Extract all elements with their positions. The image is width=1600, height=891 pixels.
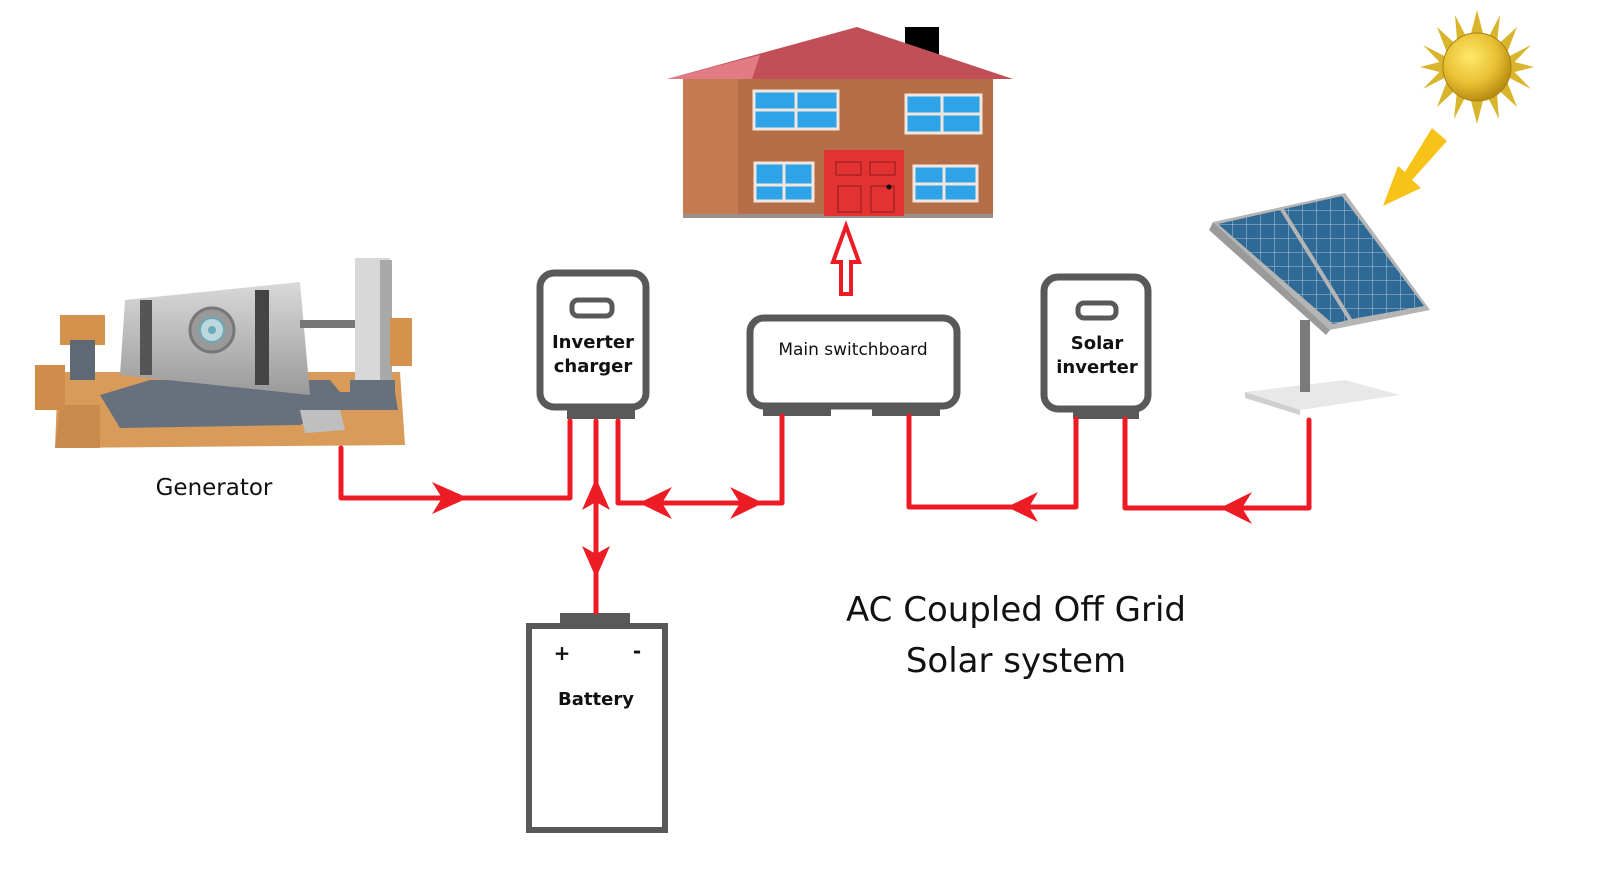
- battery-positive-terminal: +: [554, 641, 571, 665]
- arrow-battery-up: [582, 478, 610, 510]
- arrow-switchboard-left: [639, 487, 672, 519]
- wire-solar-inverter-to-switchboard: [906, 413, 1079, 510]
- solar-inverter-box[interactable]: [1040, 273, 1152, 419]
- house-window: [912, 164, 979, 203]
- arrow-generator-right: [432, 482, 468, 514]
- main-switchboard-box[interactable]: [746, 314, 961, 416]
- house-icon: [667, 27, 1013, 218]
- inverter-charger-box[interactable]: [536, 269, 650, 419]
- diagram-title-line-2: Solar system: [906, 641, 1126, 681]
- generator-icon: [35, 258, 412, 448]
- solar-inverter-label-1: Solar: [1071, 333, 1124, 354]
- arrow-solar-inverter-left: [1007, 492, 1038, 522]
- inverter-charger-label-1: Inverter: [552, 332, 634, 353]
- wire-inverter-switchboard: [615, 413, 785, 506]
- solar-inverter-label-2: inverter: [1056, 357, 1138, 378]
- battery-label: Battery: [558, 689, 634, 710]
- arrow-panel-left: [1220, 492, 1252, 524]
- arrow-to-house: [830, 220, 862, 296]
- inverter-charger-label-2: charger: [554, 356, 633, 377]
- arrow-switchboard-right: [730, 487, 763, 519]
- battery-icon[interactable]: [526, 613, 668, 833]
- arrow-battery-down: [582, 546, 610, 578]
- wire-panel-to-solar-inverter: [1122, 416, 1312, 511]
- sun-ray-arrow: [1383, 128, 1447, 206]
- house-window: [904, 93, 983, 135]
- main-switchboard-label: Main switchboard: [778, 340, 927, 360]
- house-door: [824, 150, 904, 216]
- battery-negative-terminal: -: [633, 639, 641, 663]
- generator-label: Generator: [156, 475, 273, 501]
- solar-panel-icon: [1209, 193, 1430, 415]
- house-window: [752, 89, 840, 131]
- sun-icon: [1420, 10, 1534, 124]
- diagram-title-line-1: AC Coupled Off Grid: [846, 590, 1186, 630]
- house-window: [753, 161, 815, 203]
